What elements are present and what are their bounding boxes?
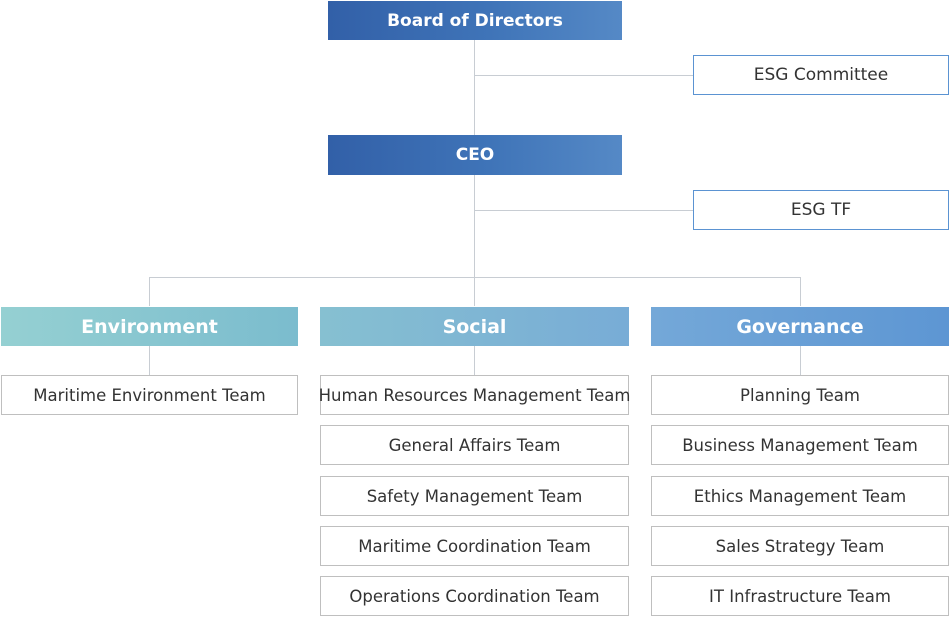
esg-committee-box: ESG Committee (693, 55, 949, 95)
team-maritime-coordination: Maritime Coordination Team (320, 526, 629, 566)
team-maritime-environment: Maritime Environment Team (1, 375, 298, 415)
team-operations-coordination: Operations Coordination Team (320, 576, 629, 616)
team-general-affairs: General Affairs Team (320, 425, 629, 465)
team-planning: Planning Team (651, 375, 949, 415)
connector-esg-committee (474, 75, 693, 76)
connector-environment-up (149, 277, 150, 306)
connector-board-ceo (474, 40, 475, 135)
team-safety-management: Safety Management Team (320, 476, 629, 516)
team-human-resources-management: Human Resources Management Team (319, 375, 630, 415)
connector-ceo-down (474, 175, 475, 306)
connector-governance-down (800, 346, 801, 375)
ceo-box: CEO (328, 135, 622, 175)
team-it-infrastructure: IT Infrastructure Team (651, 576, 949, 616)
connector-social-down (474, 346, 475, 375)
connector-governance-up (800, 277, 801, 306)
team-sales-strategy: Sales Strategy Team (651, 526, 949, 566)
esg-tf-box: ESG TF (693, 190, 949, 230)
governance-header: Governance (651, 307, 949, 346)
team-business-management: Business Management Team (651, 425, 949, 465)
connector-horizontal-branch (149, 277, 801, 278)
connector-environment-down (149, 346, 150, 375)
connector-esg-tf (474, 210, 693, 211)
environment-header: Environment (1, 307, 298, 346)
social-header: Social (320, 307, 629, 346)
team-ethics-management: Ethics Management Team (651, 476, 949, 516)
board-of-directors-box: Board of Directors (328, 1, 622, 40)
